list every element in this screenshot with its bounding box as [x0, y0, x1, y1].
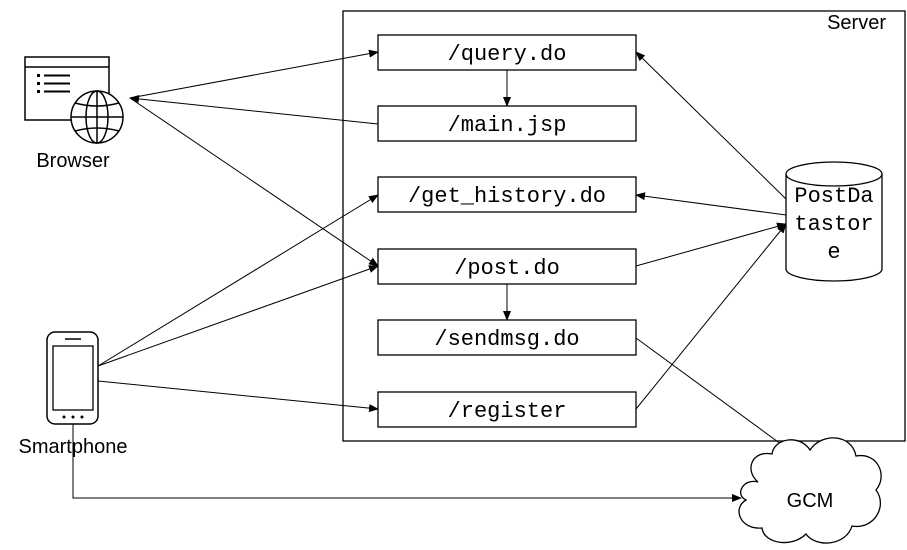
datastore-cylinder: PostDa tastor e — [785, 161, 883, 282]
edge-browser-to-query — [129, 49, 379, 99]
endpoint-sendmsg-label: /sendmsg.do — [434, 327, 579, 352]
endpoint-post: /post.do — [377, 248, 637, 285]
server-label: Server — [827, 12, 886, 34]
connection-edges — [72, 49, 801, 502]
datastore-label-line3: e — [827, 240, 840, 265]
edge-sendmsg-to-gcm — [635, 337, 801, 459]
edge-register-to-datastore — [635, 223, 787, 410]
edge-smartphone-to-get_history — [97, 194, 379, 367]
endpoint-get-history-label: /get_history.do — [408, 184, 606, 209]
edge-smartphone-to-post — [97, 265, 379, 367]
edge-datastore-to-query — [635, 51, 787, 200]
datastore-label-line2: tastor — [794, 212, 873, 237]
endpoint-main: /main.jsp — [377, 105, 637, 142]
server-container — [342, 10, 906, 442]
endpoint-register: /register — [377, 391, 637, 428]
gcm-cloud: GCM — [738, 437, 882, 544]
browser-label: Browser — [36, 150, 110, 172]
endpoint-query-label: /query.do — [448, 42, 567, 67]
endpoint-post-label: /post.do — [454, 256, 560, 281]
endpoint-register-label: /register — [448, 399, 567, 424]
datastore-label-line1: PostDa — [794, 184, 873, 209]
edge-post-to-datastore — [635, 222, 787, 267]
endpoint-get-history: /get_history.do — [377, 176, 637, 213]
smartphone-icon — [46, 331, 99, 425]
browser-globe-icon — [24, 56, 124, 144]
endpoint-sendmsg: /sendmsg.do — [377, 319, 637, 356]
edge-browser-to-post — [129, 97, 379, 267]
endpoint-query: /query.do — [377, 34, 637, 71]
edge-smartphone-to-gcm — [72, 424, 742, 502]
smartphone-label: Smartphone — [19, 436, 128, 458]
edge-main-to-browser — [129, 94, 379, 125]
endpoint-main-label: /main.jsp — [448, 113, 567, 138]
edge-smartphone-to-register — [97, 380, 379, 413]
gcm-label: GCM — [787, 490, 834, 512]
edge-datastore-to-get_history — [635, 192, 787, 216]
